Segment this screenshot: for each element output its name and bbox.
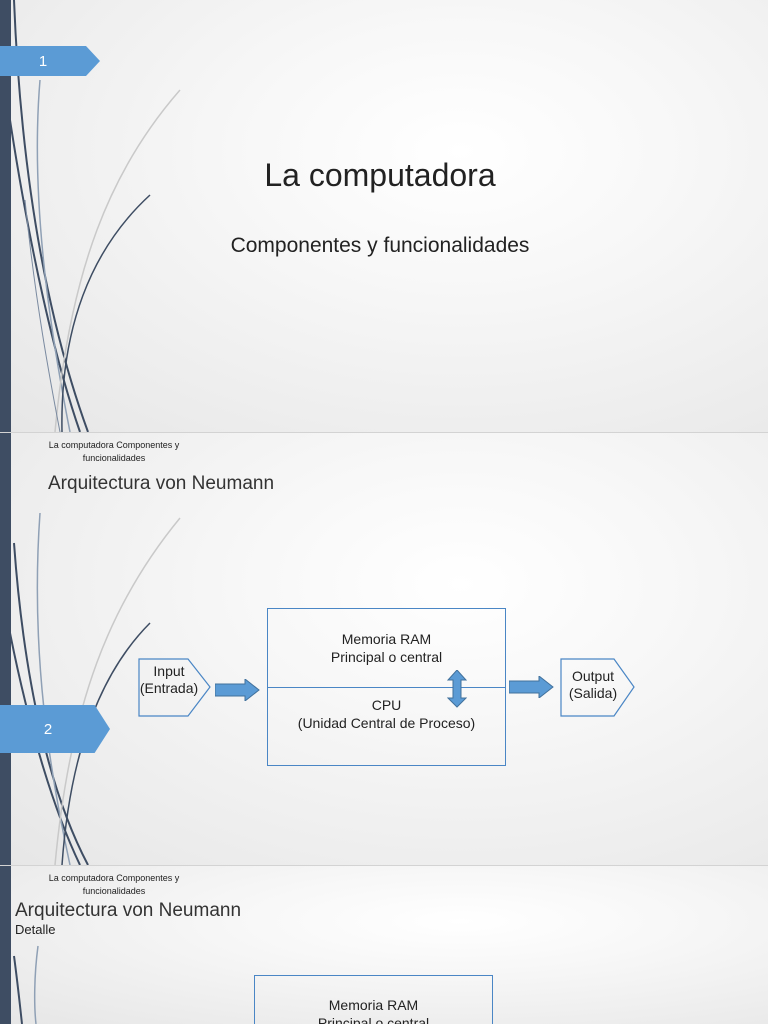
input-label: Input (Entrada) (134, 663, 204, 697)
memory-label-line: Memoria RAM (341, 631, 432, 647)
output-label-line: Output (571, 668, 615, 684)
right-arrow-icon (509, 676, 554, 698)
footer-line: funcionalidades (82, 453, 146, 463)
right-arrow-icon (215, 679, 260, 701)
left-accent-bar (0, 433, 11, 865)
slide-number-tab: 2 (0, 705, 110, 753)
slide-2: La computadora Componentes y funcionalid… (0, 433, 768, 865)
footer-line: funcionalidades (82, 886, 146, 896)
memory-label-line: Principal o central (317, 1015, 430, 1024)
slide-separator (0, 865, 768, 866)
slide-subtitle: Componentes y funcionalidades (230, 234, 530, 257)
slide-number-tab: 1 (0, 46, 100, 76)
slide-3: La computadora Componentes y funcionalid… (0, 866, 768, 1024)
input-pentagon-icon (138, 658, 211, 717)
slide-title: La computadora (264, 157, 496, 193)
left-accent-bar (0, 866, 11, 1024)
output-label-line: (Salida) (568, 685, 618, 701)
output-label: Output (Salida) (558, 668, 628, 702)
input-label-line: Input (153, 663, 185, 679)
left-accent-bar (0, 0, 11, 432)
decorative-curves-icon (13, 945, 39, 1024)
memory-cpu-box (267, 608, 506, 766)
slide-heading: Arquitectura von Neumann (15, 900, 242, 921)
footer-line: La computadora Componentes y (48, 440, 180, 450)
footer-line: La computadora Componentes y (48, 873, 180, 883)
memory-label-line: Principal o central (330, 649, 443, 665)
up-down-arrow-icon (447, 670, 467, 708)
slide-1: 1 La computadora Componentes y funcional… (0, 0, 768, 432)
slide-footer: La computadora Componentes y funcionalid… (34, 872, 194, 898)
cpu-label: CPU (Unidad Central de Proceso) (268, 696, 505, 732)
input-label-line: (Entrada) (139, 680, 199, 696)
box-divider (268, 687, 505, 688)
memory-label: Memoria RAM Principal o central (268, 630, 505, 666)
memory-label-line: Memoria RAM (328, 997, 419, 1013)
slide-footer: La computadora Componentes y funcionalid… (34, 439, 194, 465)
cpu-label-line: (Unidad Central de Proceso) (297, 715, 476, 731)
slide-subheading: Detalle (15, 922, 56, 937)
output-pentagon-icon (560, 658, 635, 717)
cpu-label-line: CPU (371, 697, 402, 713)
memory-cpu-box (254, 975, 493, 1024)
decorative-curves-icon (9, 512, 181, 865)
slide-separator (0, 432, 768, 433)
memory-label: Memoria RAM Principal o central (255, 996, 492, 1024)
slide-heading: Arquitectura von Neumann (48, 473, 275, 494)
